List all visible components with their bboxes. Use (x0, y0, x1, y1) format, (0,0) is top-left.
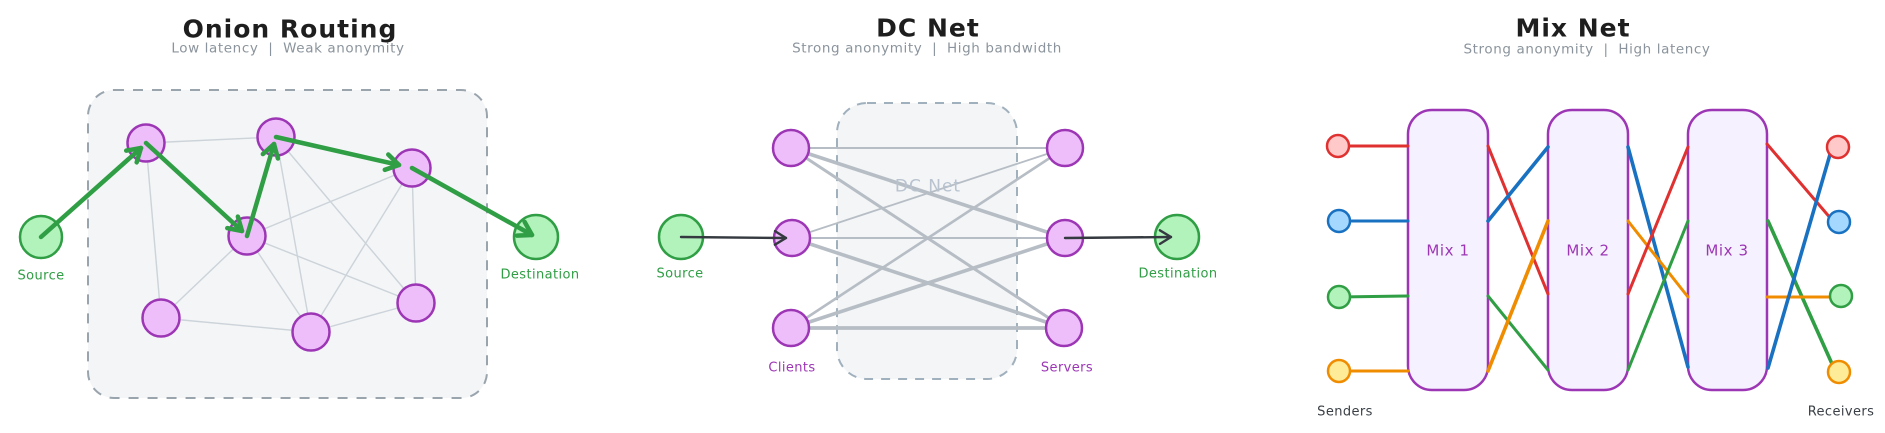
dcnet-client-node (771, 308, 811, 348)
dcnet-servers-label: Servers (1040, 360, 1094, 376)
onion-route-arrow (143, 140, 245, 234)
dcnet-receive-arrow (1063, 235, 1173, 240)
onion-mesh-edge (411, 167, 417, 304)
dcnet-edge (791, 147, 1066, 239)
dcnet-box (836, 102, 1018, 380)
dcnet-watermark: DC Net (894, 176, 962, 197)
dcnet-server-node (1044, 308, 1084, 348)
onion-route-arrow-head (225, 214, 245, 234)
mixnet-path-red (1765, 142, 1834, 222)
mix-box-3 (1686, 108, 1769, 392)
onion-destination-label: Destination (500, 267, 580, 283)
mix-box-2 (1546, 108, 1630, 392)
dcnet-clients-label: Clients (768, 360, 816, 376)
mixnet-path-orange (1486, 219, 1550, 373)
onion-route-arrow (409, 165, 535, 238)
onion-mesh-edge (246, 167, 413, 237)
onion-route-arrow-head (514, 219, 535, 238)
mixnet-subtitle: Strong anonymity | High latency (1463, 41, 1711, 58)
dcnet-receive-arrow-head (1158, 229, 1173, 246)
dcnet-destination-label: Destination (1138, 266, 1218, 282)
dcnet-edge (789, 236, 1067, 330)
dcnet-title: DC Net (876, 13, 980, 43)
onion-route-arrow (273, 134, 402, 168)
receiver-node-red (1825, 134, 1851, 160)
onion-mesh-edge (246, 235, 417, 304)
mixnet-path-green (1766, 219, 1835, 368)
onion-mesh-edge (145, 136, 277, 144)
onion-route-arrow-head (382, 152, 402, 173)
dcnet-send-arrow (679, 235, 788, 240)
sender-node-green (1326, 284, 1352, 310)
mixnet-path-blue (1766, 149, 1833, 370)
dcnet-client-node (771, 128, 811, 168)
dcnet-edge (789, 146, 1067, 330)
onion-mesh-edge (160, 317, 312, 333)
receiver-node-green (1828, 283, 1854, 309)
mix-box-1 (1406, 108, 1490, 392)
onion-mesh-edge (310, 167, 413, 333)
onion-relay-node (141, 298, 181, 338)
onion-mesh-edge (160, 235, 248, 319)
receiver-node-orange (1826, 359, 1852, 385)
mixnet-path-green (1626, 219, 1690, 372)
onion-route-arrow (38, 145, 144, 240)
onion-relay-node (396, 283, 436, 323)
mix-3-label: Mix 3 (1705, 241, 1749, 260)
mixnet-path-orange (1626, 219, 1690, 299)
receiver-node-blue (1826, 209, 1852, 235)
mixnet-path-red (1486, 144, 1550, 296)
sender-node-orange (1326, 358, 1352, 384)
mixnet-path-red (1626, 145, 1690, 296)
dcnet-subtitle: Strong anonymity | High bandwidth (792, 40, 1062, 57)
sender-node-blue (1326, 208, 1352, 234)
onion-title: Onion Routing (182, 14, 398, 44)
onion-route-arrow-head (260, 141, 281, 161)
onion-subtitle: Low latency | Weak anonymity (171, 40, 405, 57)
mixnet-senders-label: Senders (1317, 404, 1373, 420)
dcnet-send-arrow-head (773, 229, 788, 246)
mixnet-path-blue (1486, 145, 1550, 223)
mixnet-path-green (1486, 294, 1550, 372)
onion-mesh-edge (275, 136, 312, 333)
sender-node-red (1325, 133, 1351, 159)
mixnet-receivers-label: Receivers (1807, 404, 1875, 420)
dcnet-source-label: Source (656, 266, 704, 282)
onion-relay-node (291, 312, 331, 352)
dcnet-server-node (1045, 128, 1085, 168)
onion-route-arrow (244, 141, 277, 239)
mix-2-label: Mix 2 (1566, 241, 1610, 260)
onion-route-arrow-head (123, 145, 144, 165)
mix-1-label: Mix 1 (1426, 241, 1470, 260)
onion-mesh-edge (275, 136, 417, 304)
onion-mesh-edge (145, 142, 162, 319)
mixnet-title: Mix Net (1515, 13, 1631, 43)
onion-source-label: Source (17, 268, 65, 284)
